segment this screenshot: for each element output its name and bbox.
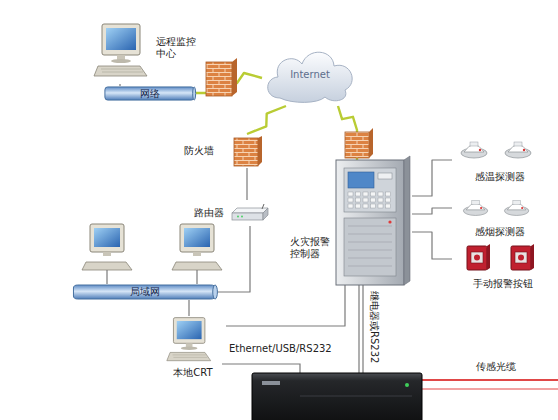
detectors-shape [452, 134, 542, 166]
network-pipe [105, 87, 196, 100]
sensing-host-device [252, 373, 422, 420]
computer-shape [166, 316, 214, 364]
smoke-detector-group: 感烟探测器 [452, 194, 548, 242]
interface-label: Ethernet/USB/RS232 [229, 343, 332, 355]
cable-label: 传感光缆 [476, 361, 516, 373]
router-node: 路由器 [190, 200, 270, 226]
lan-drop-line [196, 270, 197, 284]
lan-computer [172, 224, 222, 270]
relay-label: 继电器或RS232 [368, 291, 380, 363]
computer-icon [167, 318, 211, 361]
fire-alarm-controller: 火灾报警控制器 [290, 160, 412, 285]
connector [412, 160, 452, 196]
router-shape [232, 204, 268, 222]
connector [412, 208, 452, 214]
firewall-shape [234, 136, 262, 166]
firewall-icon [234, 136, 262, 166]
manual-alarm-group: 手动报警按钮 [452, 244, 554, 294]
local-crt-computer: 本地CRT [160, 316, 226, 382]
connector [188, 300, 189, 316]
detectors-shape [452, 194, 542, 222]
sensing-cable [422, 388, 558, 390]
relay-wire [362, 285, 363, 373]
firewall-icon [206, 58, 237, 96]
relay-wire [358, 285, 359, 373]
router-icon [232, 204, 268, 220]
node-label: 火灾报警控制器 [290, 236, 334, 260]
network-pipe [73, 285, 217, 299]
heat-detector-group: 感温探测器 [452, 134, 548, 188]
wireless-link [247, 106, 286, 134]
node-label: 感烟探测器 [452, 226, 548, 238]
connector [226, 285, 345, 326]
sensing-cable [422, 379, 558, 381]
node-label: 网络 [140, 88, 160, 100]
detector-icons [463, 201, 528, 216]
node-label: 本地CRT [160, 367, 226, 379]
fire-alarm-panel [336, 156, 410, 285]
node-label: 局域网 [130, 286, 160, 298]
network-band: 网络 [104, 86, 196, 101]
internet-cloud [268, 52, 352, 102]
firewall-icon [345, 128, 373, 158]
connector [119, 84, 120, 86]
computer-shape [94, 22, 150, 80]
panel-shape [336, 160, 410, 285]
node-label: Internet [290, 69, 330, 81]
buttons-shape [455, 244, 545, 274]
lan-computer [82, 224, 132, 270]
node-label: 路由器 [194, 207, 224, 219]
connector [218, 226, 250, 292]
manual-alarm-buttons [467, 244, 534, 270]
connector [412, 232, 452, 259]
lan-band: 局域网 [72, 284, 218, 300]
node-label: 防火墙 [184, 145, 214, 157]
detector-icons [461, 142, 531, 158]
node-label: 远程监控中心 [156, 36, 200, 60]
computer-icon [94, 24, 147, 76]
connector [246, 168, 247, 200]
lan-drop-line [106, 270, 107, 284]
ethernet-wire [222, 364, 300, 373]
node-label: 感温探测器 [452, 171, 548, 183]
firewall-node: 防火墙 [182, 134, 262, 168]
internet-cloud: Internet [262, 44, 358, 106]
remote-monitor-computer: 远程监控中心 [94, 22, 206, 84]
node-label: 手动报警按钮 [452, 278, 554, 290]
